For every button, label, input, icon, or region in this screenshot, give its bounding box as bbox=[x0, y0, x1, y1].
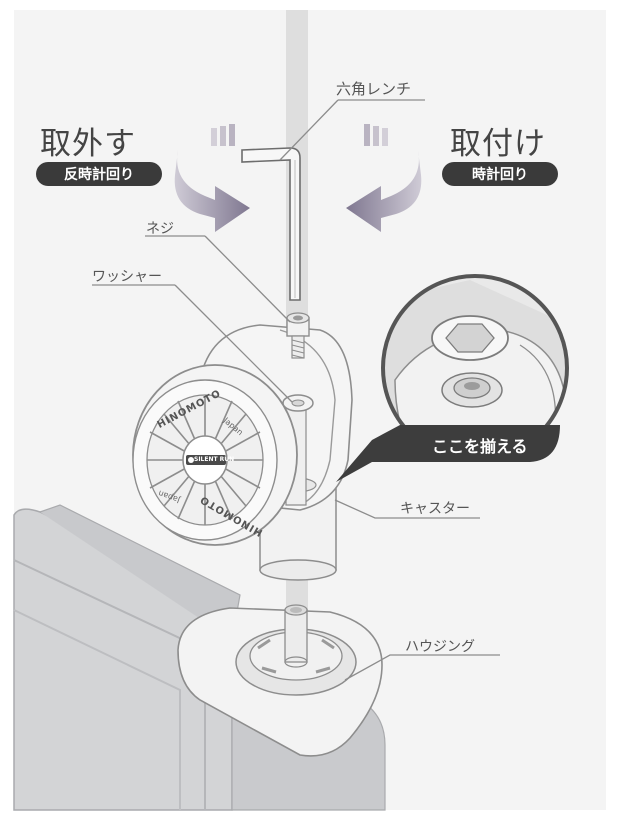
caster-wheel bbox=[132, 364, 298, 546]
clockwise-arrow-icon bbox=[346, 124, 422, 232]
label-attach: 取付け bbox=[450, 126, 546, 162]
label-hex-wrench: 六角レンチ bbox=[336, 80, 412, 98]
screw bbox=[286, 312, 310, 359]
leader-lines bbox=[92, 99, 500, 681]
label-screw: ネジ bbox=[146, 221, 174, 237]
washer bbox=[282, 394, 314, 412]
wheel-hub-badge: SILENT RUN bbox=[194, 456, 235, 463]
label-caster: キャスター bbox=[400, 501, 470, 517]
housing bbox=[177, 604, 383, 757]
label-washer: ワッシャー bbox=[92, 269, 162, 285]
badge-clockwise: 時計回り bbox=[442, 162, 558, 186]
label-align-here: ここを揃える bbox=[432, 437, 528, 456]
counterclockwise-arrow-icon bbox=[174, 124, 250, 232]
label-remove: 取外す bbox=[40, 126, 136, 162]
zoom-detail bbox=[336, 274, 569, 482]
label-housing: ハウジング bbox=[405, 639, 475, 655]
badge-counterclockwise: 反時計回り bbox=[36, 162, 162, 186]
